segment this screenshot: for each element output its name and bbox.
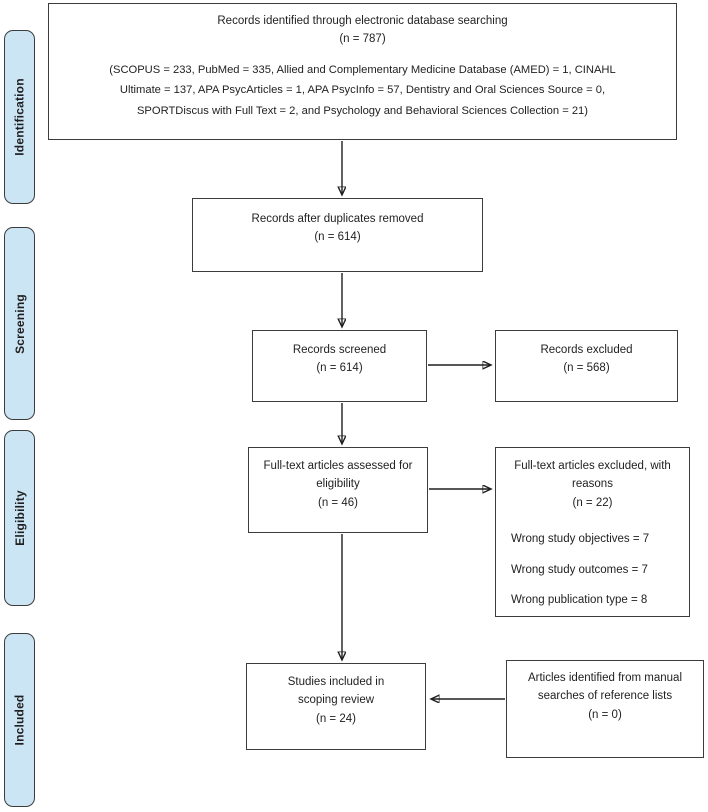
box-title: Records identified through electronic da… (217, 15, 508, 27)
database-breakdown-line: Ultimate = 137, APA PsycArticles = 1, AP… (119, 84, 606, 97)
exclusion-reason: Wrong study objectives = 7 (511, 533, 650, 546)
stage-label-included: Included (4, 633, 35, 807)
box-count: (n = 614) (316, 362, 363, 375)
box-records-screened: Records screened (n = 614) (252, 330, 427, 402)
box-count: (n = 24) (316, 712, 356, 725)
box-count: (n = 22) (572, 496, 613, 509)
box-fulltext-assessed: Full-text articles assessed for eligibil… (248, 447, 428, 533)
stage-label-text: Included (12, 694, 27, 746)
box-title: Full-text articles assessed for eligibil… (263, 460, 413, 491)
database-breakdown: (SCOPUS = 233, PubMed = 335, Allied and … (49, 60, 676, 121)
box-count: (n = 46) (318, 496, 358, 509)
box-title: Records excluded (540, 344, 633, 356)
box-count: (n = 614) (314, 231, 361, 244)
exclusion-reason: Wrong publication type = 8 (511, 593, 648, 606)
box-count: (n = 787) (339, 33, 386, 46)
box-title: Records after duplicates removed (251, 213, 424, 225)
stage-label-text: Eligibility (12, 490, 27, 546)
box-studies-included: Studies included in scoping review (n = … (246, 663, 426, 750)
stage-label-screening: Screening (4, 227, 35, 420)
box-records-identified: Records identified through electronic da… (48, 3, 677, 140)
exclusion-reason: Wrong study outcomes = 7 (511, 563, 648, 576)
box-fulltext-excluded: Full-text articles excluded, with reason… (495, 447, 690, 617)
box-records-excluded: Records excluded (n = 568) (495, 330, 678, 402)
box-count: (n = 568) (563, 362, 610, 375)
box-title: Records screened (292, 344, 387, 356)
box-count: (n = 0) (588, 708, 622, 721)
stage-label-identification: Identification (4, 30, 35, 204)
box-title: Full-text articles excluded, with reason… (514, 460, 671, 491)
box-duplicates-removed: Records after duplicates removed (n = 61… (192, 198, 483, 272)
stage-label-eligibility: Eligibility (4, 430, 35, 606)
stage-label-text: Screening (12, 293, 27, 354)
database-breakdown-line: (SCOPUS = 233, PubMed = 335, Allied and … (109, 63, 616, 76)
exclusion-reasons: Wrong study objectives = 7 Wrong study o… (496, 530, 689, 609)
box-title: Articles identified from manual searches… (527, 672, 683, 703)
box-title: Studies included in scoping review (287, 676, 385, 707)
database-breakdown-line: SPORTDiscus with Full Text = 2, and Psyc… (136, 104, 589, 117)
stage-label-text: Identification (12, 78, 27, 156)
box-manual-search: Articles identified from manual searches… (506, 660, 704, 758)
